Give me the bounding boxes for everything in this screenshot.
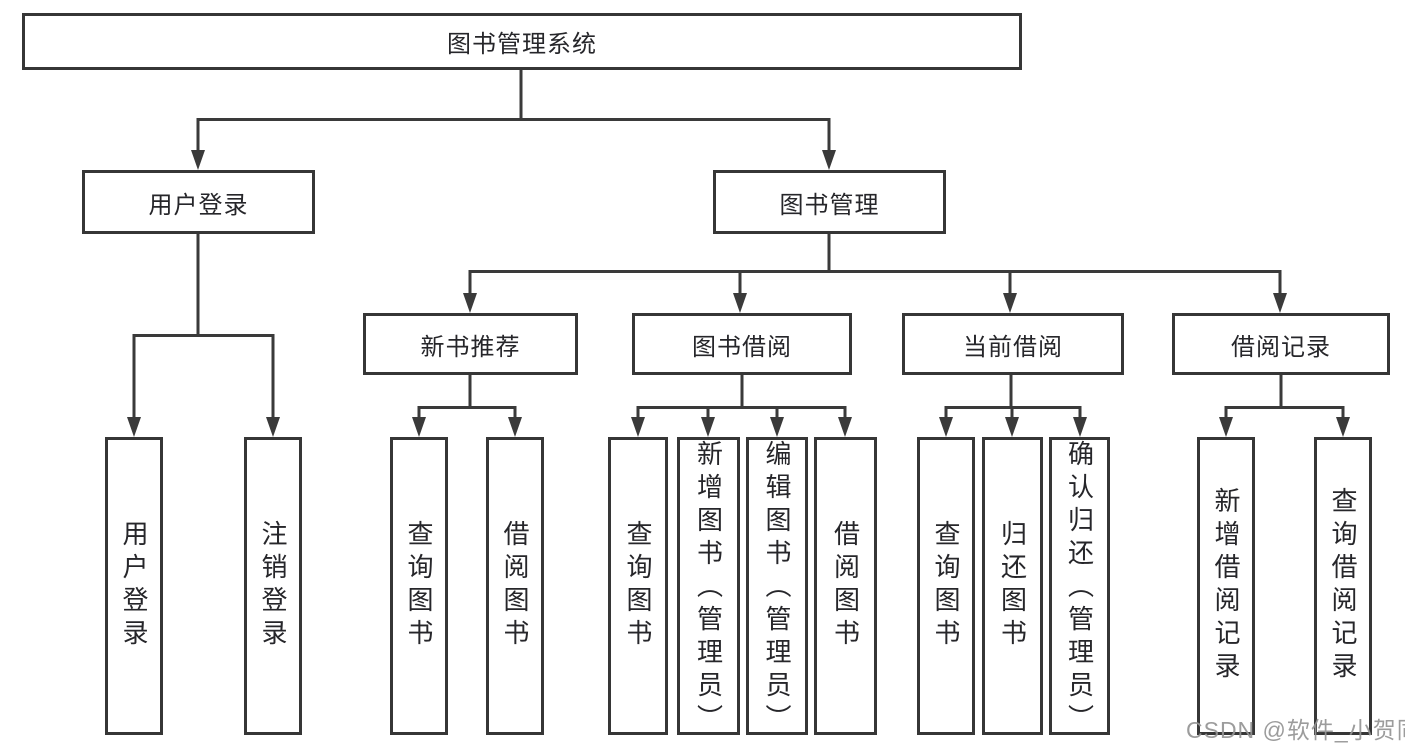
node-leaf-query-borrow-record: 查询借阅记录 [1314,437,1372,735]
leaf-label: 查询借阅记录 [1328,487,1358,685]
node-current-borrow: 当前借阅 [902,313,1124,375]
leaf-label: 归还图书 [997,520,1028,652]
node-user-login: 用户登录 [82,170,315,234]
leaf-label: 确认归还（管理员） [1064,440,1095,737]
node-leaf-user-login: 用户登录 [105,437,163,735]
leaf-label: 新增图书（管理员） [693,440,724,737]
node-borrow-records: 借阅记录 [1172,313,1390,375]
node-leaf-query-books-borrow: 查询图书 [608,437,668,735]
node-leaf-confirm-return-admin: 确认归还（管理员） [1049,437,1110,737]
leaf-label: 查询图书 [931,520,961,652]
node-new-book-recommend: 新书推荐 [363,313,578,375]
node-leaf-edit-books-admin: 编辑图书（管理员） [746,437,808,737]
node-book-borrow: 图书借阅 [632,313,852,375]
node-book-management: 图书管理 [713,170,946,234]
csdn-watermark: CSDN @软件_小贺同学 [1186,717,1405,743]
node-leaf-logout: 注销登录 [244,437,302,735]
leaf-label: 借阅图书 [830,520,861,652]
node-leaf-add-borrow-record: 新增借阅记录 [1197,437,1255,735]
node-leaf-add-books-admin: 新增图书（管理员） [677,437,740,737]
leaf-label: 新增借阅记录 [1211,487,1241,685]
leaf-label: 注销登录 [258,520,288,652]
node-leaf-return-books: 归还图书 [982,437,1043,735]
node-root-library-management-system: 图书管理系统 [22,13,1022,70]
node-leaf-query-books-current: 查询图书 [917,437,975,735]
node-leaf-borrow-books-recommend: 借阅图书 [486,437,544,735]
node-leaf-borrow-books: 借阅图书 [814,437,877,735]
leaf-label: 编辑图书（管理员） [762,440,792,737]
leaf-label: 查询图书 [404,520,434,652]
leaf-label: 查询图书 [623,520,653,652]
node-leaf-query-books-recommend: 查询图书 [390,437,448,735]
leaf-label: 用户登录 [119,520,149,652]
leaf-label: 借阅图书 [500,520,530,652]
